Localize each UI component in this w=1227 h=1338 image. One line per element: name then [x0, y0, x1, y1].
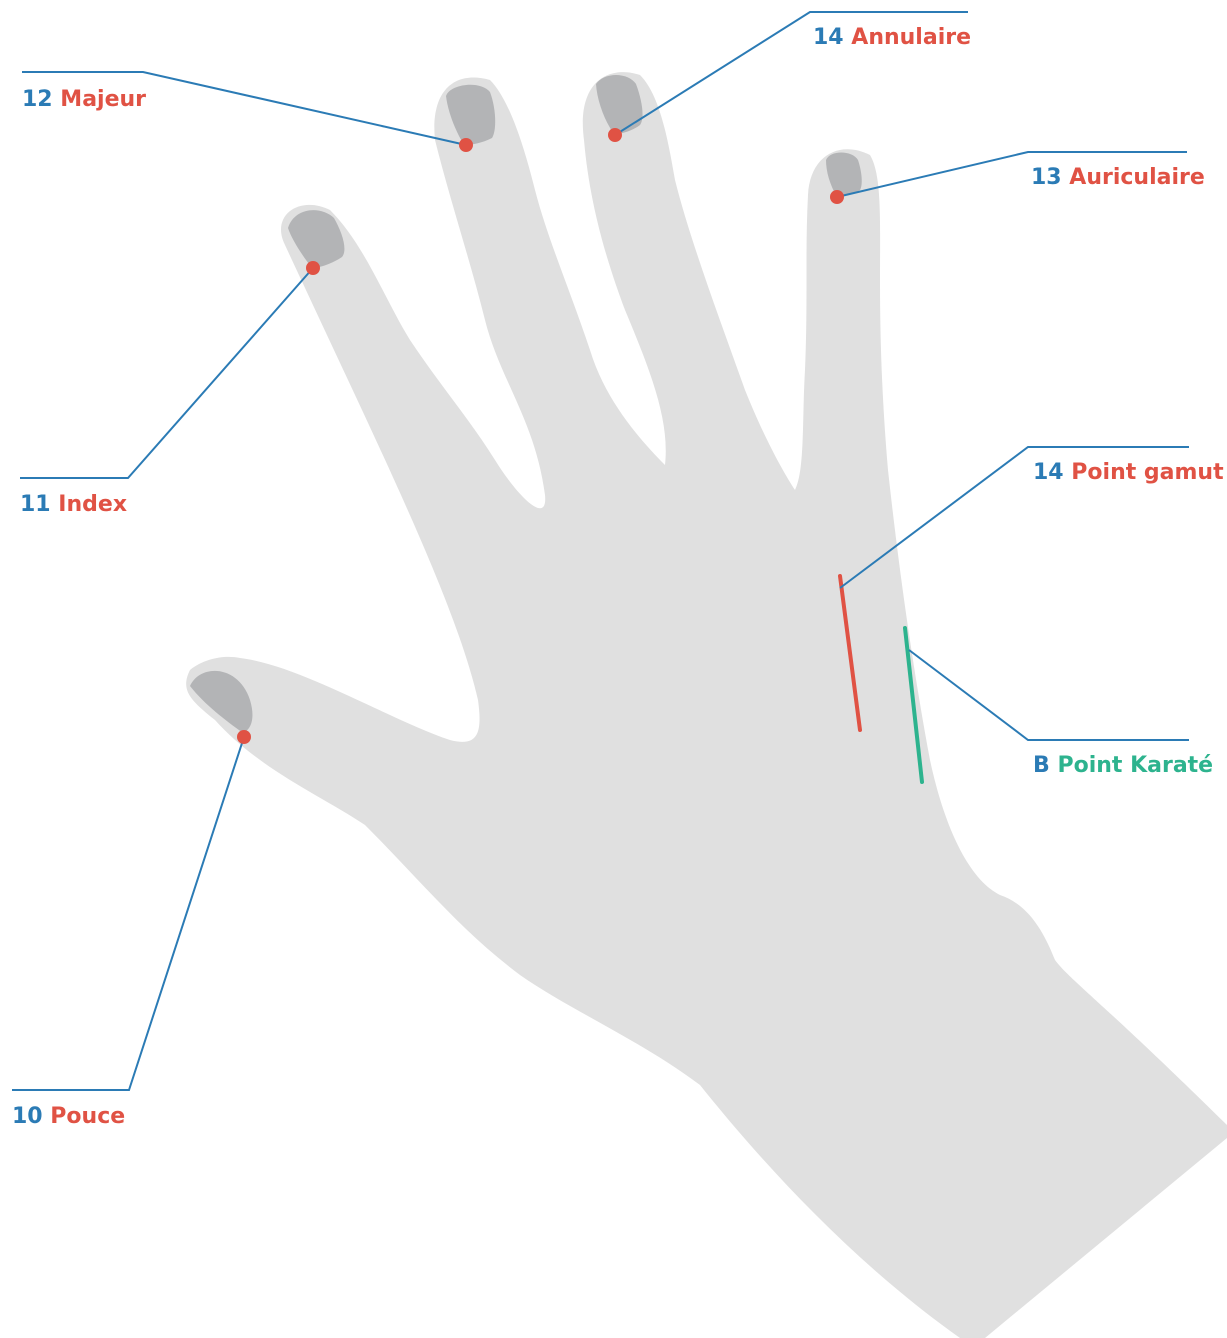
label-majeur: 12 Majeur: [22, 87, 146, 112]
label-annulaire: 14 Annulaire: [813, 25, 971, 50]
label-auriculaire: 13 Auriculaire: [1031, 165, 1205, 190]
karate-leader-line: [909, 650, 1189, 740]
index-leader-line: [20, 268, 313, 478]
pouce-leader-line: [12, 737, 244, 1090]
label-pouce: 10 Pouce: [12, 1104, 125, 1129]
label-index: 11 Index: [20, 492, 127, 517]
hand-shape: [186, 72, 1227, 1338]
annulaire-point: [608, 128, 622, 142]
auriculaire-point: [830, 190, 844, 204]
index-point: [306, 261, 320, 275]
majeur-point: [459, 138, 473, 152]
pouce-point: [237, 730, 251, 744]
label-gamut: 14 Point gamut: [1033, 460, 1224, 485]
label-karate: B Point Karaté: [1033, 753, 1213, 778]
